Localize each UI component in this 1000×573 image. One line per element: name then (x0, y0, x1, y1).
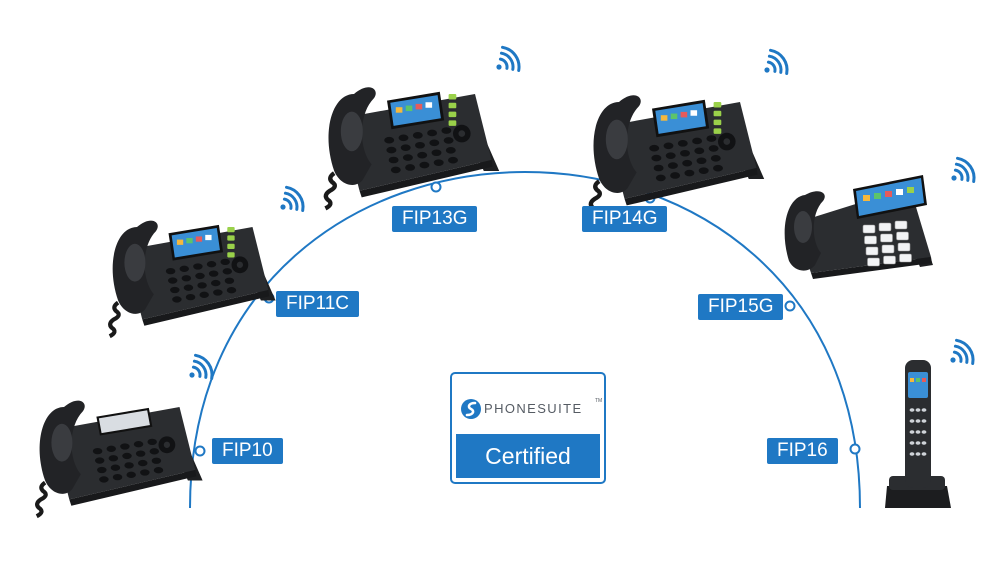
certified-badge: PHONESUITE TM Certified (450, 372, 606, 484)
wifi-signal-icon (951, 156, 976, 183)
phone-fip13g (323, 87, 500, 211)
arc-dot-fip10 (194, 445, 206, 457)
wifi-signal-icon (764, 48, 789, 75)
arc-dot-fip15g (784, 300, 796, 312)
phone-fip16 (885, 360, 951, 508)
phone-fip11c (108, 220, 276, 339)
badge-brand: PHONESUITE (484, 401, 583, 416)
model-label-fip10: FIP10 (212, 438, 283, 464)
phones (35, 87, 951, 519)
wifi-signal-icon (189, 353, 214, 380)
wifi-signal-icon (950, 338, 975, 365)
model-label-fip15g: FIP15G (698, 294, 784, 320)
arc-line (189, 171, 861, 509)
phone-fip14g (588, 95, 765, 219)
model-label-fip16: FIP16 (767, 438, 838, 464)
badge-trademark: TM (595, 398, 603, 404)
phone-fip10 (35, 400, 203, 519)
badge-status: Certified (456, 434, 600, 478)
arc-dot-fip13g (430, 181, 442, 193)
model-label-fip14g: FIP14G (582, 206, 668, 232)
model-label-fip13g: FIP13G (392, 206, 478, 232)
phone-fip15g (784, 175, 933, 279)
arc-dot-fip16 (849, 443, 861, 455)
wifi-signal-icon (496, 45, 521, 72)
wifi-icons (189, 45, 976, 380)
wifi-signal-icon (280, 185, 305, 212)
phonesuite-logo-icon (461, 399, 481, 419)
model-label-fip11c: FIP11C (276, 291, 360, 317)
badge-header: PHONESUITE TM (452, 374, 604, 436)
